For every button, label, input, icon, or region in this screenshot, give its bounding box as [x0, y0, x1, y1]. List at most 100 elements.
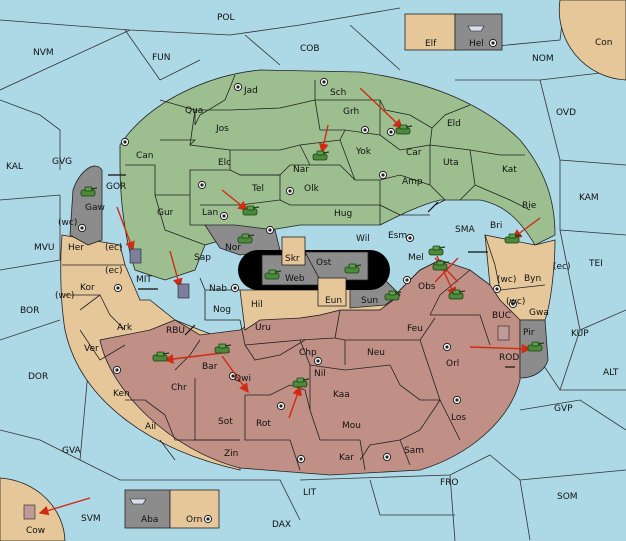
region-con[interactable]	[558, 0, 626, 81]
sea-label: SVM	[81, 514, 101, 524]
land-label: Esm	[388, 231, 407, 241]
land-label: Bar	[202, 362, 218, 372]
sea-label: GVP	[554, 404, 573, 414]
supply-center-icon	[402, 275, 412, 285]
sea-label: DOR	[28, 372, 48, 382]
land-label: Chr	[171, 383, 187, 393]
land-label: Car	[406, 148, 422, 158]
land-label: Gaw	[85, 203, 105, 213]
supply-center-icon	[276, 401, 286, 411]
land-label: Sap	[194, 253, 211, 263]
region-eun[interactable]	[317, 277, 347, 307]
supply-center-icon	[120, 137, 130, 147]
land-label: Grh	[343, 107, 359, 117]
land-label: Qwi	[234, 374, 251, 384]
land-label: Nor	[225, 243, 241, 253]
coast-label: (ec)	[105, 266, 123, 276]
land-label: Orn	[186, 515, 202, 525]
sea-label: Cow	[26, 526, 45, 536]
supply-center-icon	[452, 395, 462, 405]
land-label: Wil	[356, 234, 370, 244]
land-label: Web	[285, 274, 305, 284]
supply-center-icon	[360, 125, 370, 135]
supply-center-icon	[488, 38, 498, 48]
land-label: Hil	[251, 300, 263, 310]
supply-center-icon	[197, 180, 207, 190]
land-label: Los	[451, 413, 466, 423]
land-label: Gur	[157, 208, 174, 218]
sea-label: SMA	[455, 225, 475, 235]
supply-center-icon	[233, 82, 243, 92]
sea-label: KAM	[579, 193, 599, 203]
sea-label: KUP	[571, 329, 589, 339]
sea-label: BOR	[20, 306, 39, 316]
land-label: Tel	[251, 184, 264, 194]
coast-label: (ec)	[553, 262, 571, 272]
land-label: Eld	[447, 119, 461, 129]
land-label: Orl	[446, 359, 459, 369]
units	[23, 25, 545, 520]
land-label: Olk	[304, 184, 320, 194]
land-label: Nar	[293, 165, 309, 175]
land-label: Pir	[523, 328, 535, 338]
land-label: Uru	[255, 323, 271, 333]
ship-icon[interactable]	[23, 25, 510, 520]
land-label: Jos	[215, 124, 229, 134]
supply-center-icon	[405, 233, 415, 243]
land-label: Sot	[218, 417, 233, 427]
sea-label: NOM	[532, 54, 554, 64]
land-label: Rot	[256, 419, 271, 429]
supply-center-icon	[319, 77, 329, 87]
region-elf[interactable]	[404, 13, 456, 51]
land-label: Aba	[141, 515, 158, 525]
coast-label: (wc)	[55, 291, 74, 301]
sea-label: POL	[217, 13, 235, 23]
supply-center-icon	[378, 170, 388, 180]
supply-center-icon	[113, 283, 123, 293]
sea-label: LIT	[303, 488, 317, 498]
sea-label: RBU	[166, 326, 185, 336]
land-label: Zin	[224, 449, 238, 459]
supply-center-icon	[265, 225, 275, 235]
land-label: Mou	[342, 421, 361, 431]
land-label: Kar	[339, 453, 354, 463]
land-label: Skr	[285, 254, 300, 264]
land-label: Eun	[325, 296, 342, 306]
land-label: Elf	[425, 39, 437, 49]
sea-label: DAX	[272, 520, 291, 530]
land-label: Neu	[367, 348, 385, 358]
sea-label: BUC	[492, 311, 511, 321]
land-label: Gwa	[529, 308, 549, 318]
land-label: Amp	[402, 177, 423, 187]
land-label: Kat	[502, 165, 517, 175]
sea-label: MVU	[34, 243, 55, 253]
land-labels: Jad Sch Qua Jos Grh Eld Can Car Yok Uta …	[68, 39, 549, 525]
land-label: Nil	[314, 369, 326, 379]
coast-label: (ec)	[105, 243, 123, 253]
supply-center-icon	[492, 284, 502, 294]
land-label: Can	[136, 151, 154, 161]
land-label: Byn	[524, 274, 541, 284]
sea-label: OVD	[556, 108, 576, 118]
land-label: Nog	[213, 305, 231, 315]
sea-label: NVM	[33, 48, 54, 58]
coast-label: (wc)	[506, 297, 525, 307]
sea-label: ALT	[603, 368, 619, 378]
land-label: Chp	[299, 348, 317, 358]
land-label: Kaa	[333, 390, 350, 400]
land-label: Hug	[334, 209, 352, 219]
sea-label: Con	[595, 38, 613, 48]
supply-center-icon	[230, 283, 240, 293]
region-gaw[interactable]	[69, 165, 103, 246]
sea-label: FUN	[152, 53, 171, 63]
land-label: Jad	[243, 86, 258, 96]
supply-center-icon	[382, 452, 392, 462]
sea-label: GOR	[106, 182, 126, 192]
land-label: Her	[68, 243, 84, 253]
land-label: Feu	[407, 324, 423, 334]
land-label: Obs	[418, 282, 436, 292]
region-skr[interactable]	[281, 236, 306, 266]
land-label: Sam	[404, 446, 424, 456]
